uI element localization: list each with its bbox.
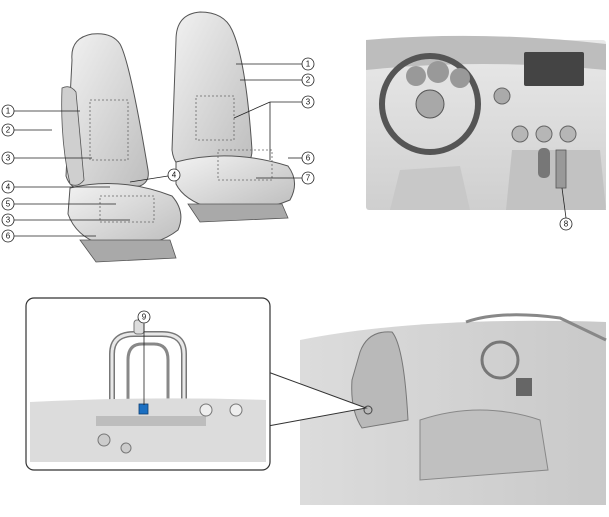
right-seat-cushion: [175, 155, 295, 211]
center-display: [524, 52, 584, 86]
callout-right-3: 3: [301, 95, 315, 109]
svg-text:9: 9: [142, 313, 147, 322]
callout-right-7: 7: [301, 171, 315, 185]
right-seat-back: [171, 11, 253, 173]
rollbar-hoop-inner: [126, 342, 170, 428]
svg-text:3: 3: [6, 216, 11, 225]
svg-text:4: 4: [6, 183, 11, 192]
callout-right-1: 1: [301, 57, 315, 71]
callout-left-1: 1: [1, 104, 15, 118]
callout-left-3b: 3: [1, 213, 15, 227]
callout-right-2: 2: [301, 73, 315, 87]
seat-heater-switches: [555, 149, 567, 189]
leader-lines: [14, 63, 567, 405]
callout-labels: 1 2 3 4 5 3 6 4 1 2 3 6 7 8 9: [1, 57, 573, 324]
svg-text:7: 7: [306, 174, 311, 183]
callout-dashboard-8: 8: [559, 217, 573, 231]
steering-wheel: [379, 53, 481, 155]
right-seat-illustration: [171, 11, 295, 223]
left-seat-base: [79, 239, 177, 263]
callout-left-6: 6: [1, 229, 15, 243]
gear-shifter: [538, 148, 550, 178]
rollbar-switch-location: [363, 405, 373, 415]
car-interior-photo: [300, 313, 607, 505]
svg-text:1: 1: [306, 60, 311, 69]
callout-left-3a: 3: [1, 151, 15, 165]
callout-left-4: 4: [1, 180, 15, 194]
left-seat-back-heater-zone: [89, 99, 129, 161]
svg-text:6: 6: [306, 154, 311, 163]
svg-text:3: 3: [6, 154, 11, 163]
svg-text:3: 3: [306, 98, 311, 107]
callout-left-2: 2: [1, 123, 15, 137]
right-seat-base: [187, 203, 289, 223]
left-seat-illustration: [61, 33, 182, 263]
callout-mid-4: 4: [167, 168, 181, 182]
svg-text:2: 2: [306, 76, 311, 85]
callout-right-6: 6: [301, 151, 315, 165]
svg-text:4: 4: [172, 171, 177, 180]
dashboard-photo: [366, 35, 606, 210]
right-seat-cushion-heater-zone: [217, 149, 273, 181]
left-seat-cushion: [67, 183, 182, 247]
rollbar-highlighted-switch: [138, 403, 149, 415]
svg-text:8: 8: [564, 220, 569, 229]
rollbar-detail-box: [25, 297, 368, 471]
callout-left-5: 5: [1, 197, 15, 211]
svg-text:6: 6: [6, 232, 11, 241]
svg-text:5: 5: [6, 200, 11, 209]
callout-rollbar-9: 9: [137, 310, 151, 324]
svg-text:2: 2: [6, 126, 11, 135]
svg-text:1: 1: [6, 107, 11, 116]
